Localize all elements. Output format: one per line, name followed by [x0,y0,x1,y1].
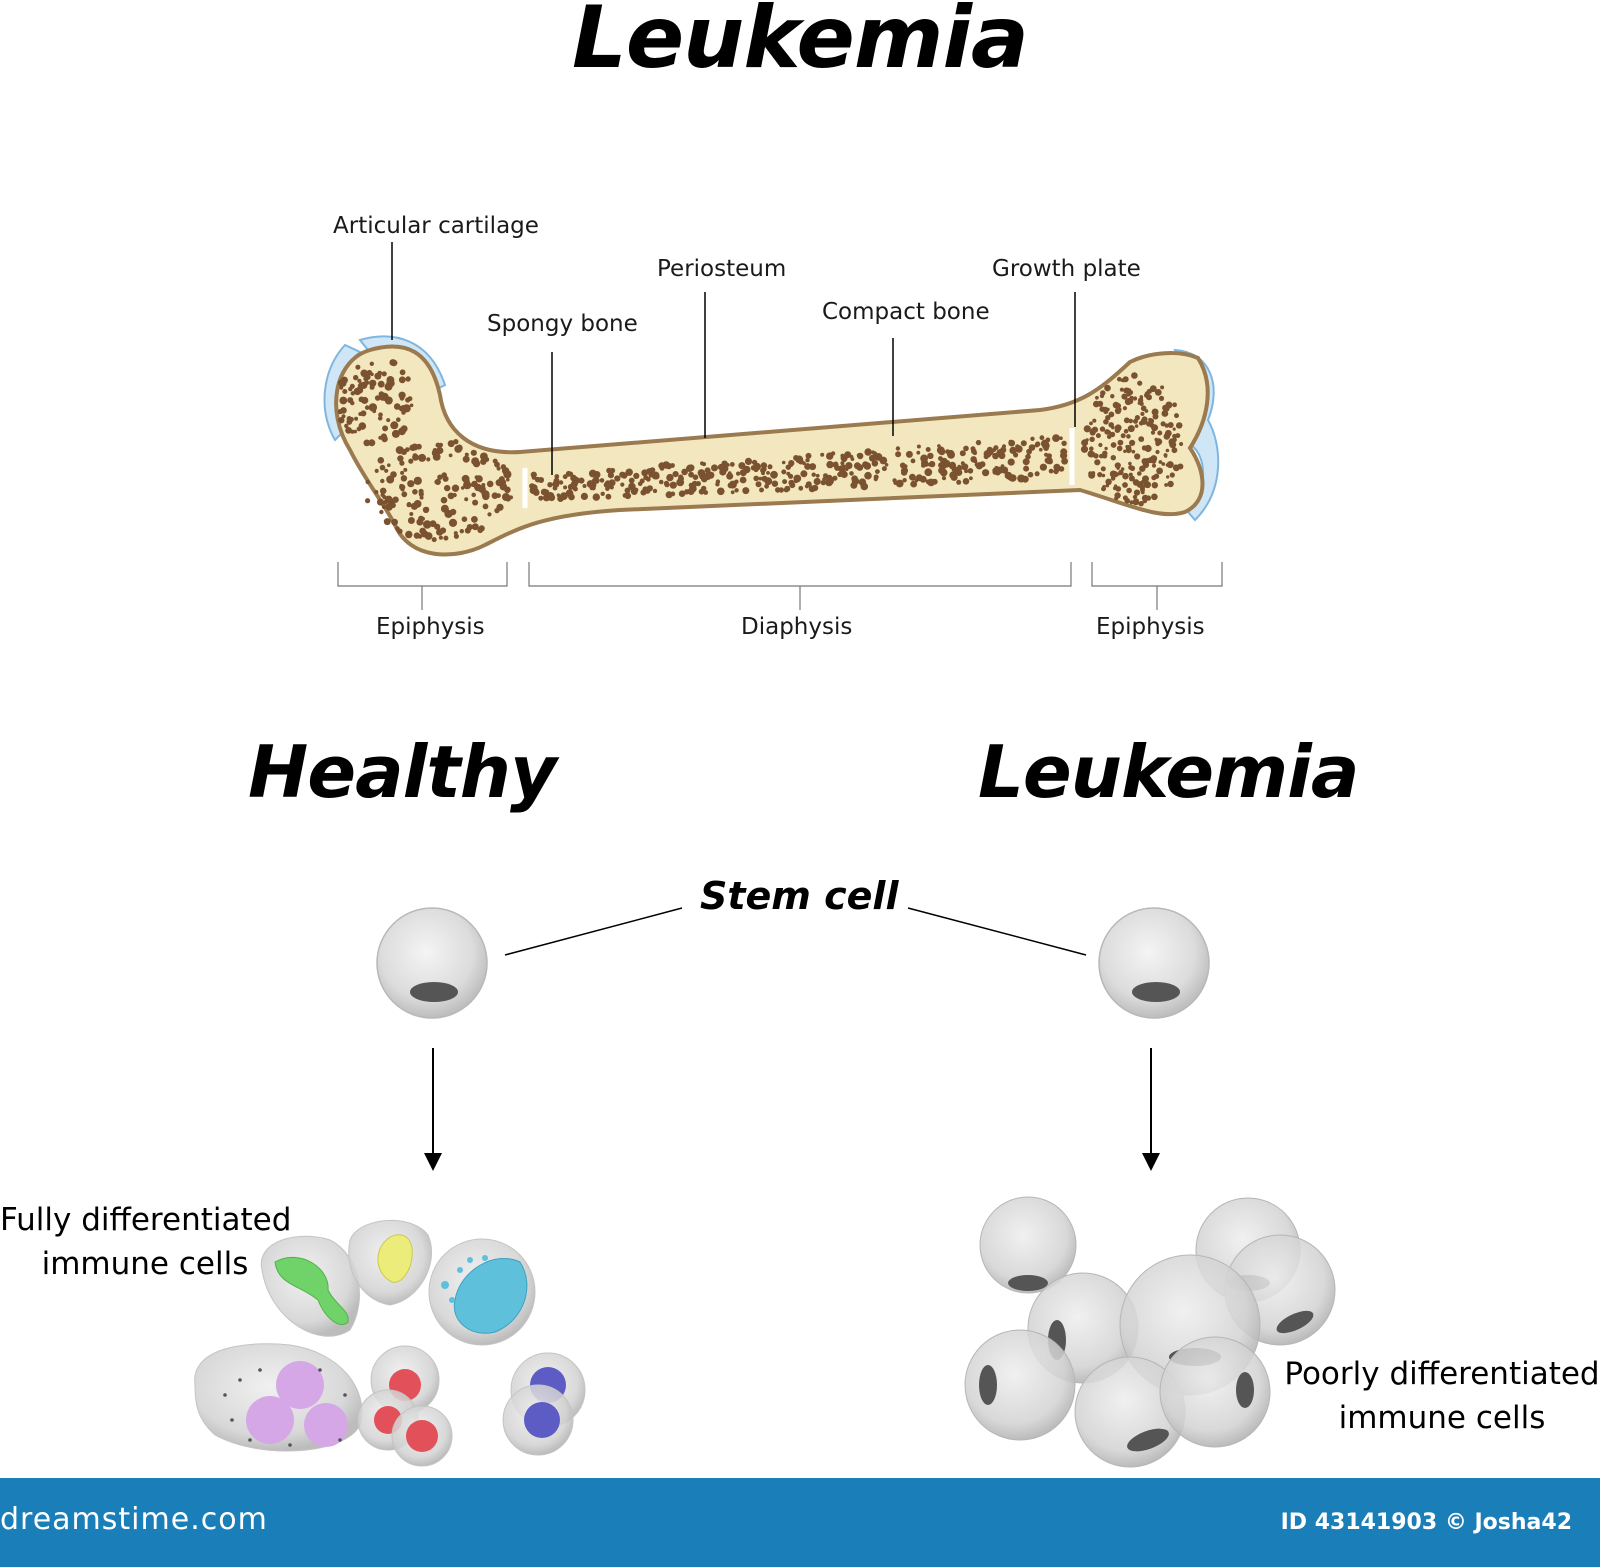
healthy-cell-lymphocyte-dark-blue [502,1352,586,1456]
healthy-cell-eosinophil-yellow [348,1219,433,1306]
leader-lines [391,242,1076,475]
leukemia-title: Leukemia [978,730,1359,814]
leukemia-cell-cluster [964,1196,1336,1468]
stem-cell-label: Stem cell [700,874,899,918]
footer-image-id: ID 43141903 © Josha42 [1280,1510,1572,1535]
spongy-bone-right [1080,372,1184,507]
stem-cell-healthy [376,907,488,1019]
healthy-cell-monocyte-blue [428,1238,536,1346]
leukemia-result-line1: Poorly differentiated [1284,1356,1600,1392]
label-epiphysis-right: Epiphysis [1096,614,1205,640]
healthy-result-line1: Fully differentiated [0,1202,292,1238]
stem-cell-leukemia [1098,907,1210,1019]
label-articular-cartilage: Articular cartilage [333,213,539,239]
label-compact-bone: Compact bone [822,299,990,325]
label-growth-plate: Growth plate [992,256,1141,282]
stem-line-right [907,907,1087,956]
footer-bar: dreamstime.com ID 43141903 © Josha42 [0,1478,1600,1567]
leukemia-result-label: Poorly differentiated immune cells [1284,1352,1600,1440]
label-periosteum: Periosteum [657,256,787,282]
label-diaphysis: Diaphysis [741,614,853,640]
main-title: Leukemia [572,0,1029,88]
spongy-bone-diaphysis [529,434,1068,503]
healthy-title: Healthy [248,730,557,814]
cell-diagram [194,907,1336,1468]
leukemia-result-line2: immune cells [1338,1400,1546,1436]
footer-brand[interactable]: dreamstime.com [0,1502,268,1537]
healthy-result-line2: immune cells [41,1246,249,1282]
spongy-bone-left [337,359,513,543]
label-spongy-bone: Spongy bone [487,311,638,337]
healthy-cell-neutrophil-green [260,1235,361,1337]
healthy-cell-basophil-purple [194,1343,363,1452]
region-brackets [337,562,1223,610]
label-epiphysis-left: Epiphysis [376,614,485,640]
stem-line-left [504,907,683,956]
healthy-result-label: Fully differentiated immune cells [0,1198,292,1286]
healthy-cell-red-cells [357,1345,453,1467]
bone-body [334,344,1210,557]
bone-diagram [323,242,1223,610]
